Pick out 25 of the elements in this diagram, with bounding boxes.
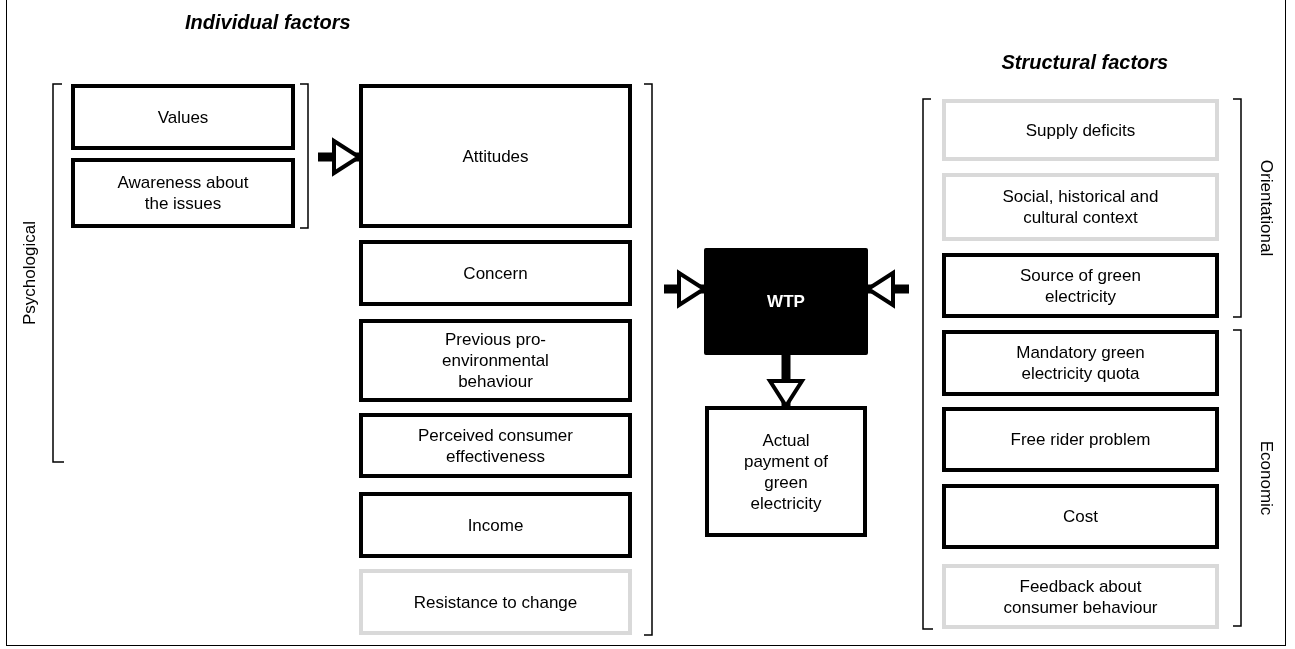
factor-box: Income — [359, 492, 632, 558]
bracket-label: Orientational — [1256, 159, 1277, 257]
group-heading: Individual factors — [185, 10, 351, 34]
factor-box: Cost — [942, 484, 1219, 549]
highlighted-box: WTP — [704, 248, 868, 355]
bracket-label: Economic — [1255, 440, 1276, 516]
factor-box: Awareness about the issues — [71, 158, 295, 228]
factor-box: Mandatory green electricity quota — [942, 330, 1219, 396]
group-heading: Structural factors — [1001, 50, 1169, 74]
factor-box: Values — [71, 84, 295, 150]
factor-box: Actual payment of green electricity — [705, 406, 867, 537]
factor-box: Concern — [359, 240, 632, 306]
factor-box: Free rider problem — [942, 407, 1219, 472]
block-arrow — [768, 355, 804, 408]
block-arrow — [664, 271, 706, 307]
factor-box: Attitudes — [359, 84, 632, 228]
factor-box: Source of green electricity — [942, 253, 1219, 318]
factor-box: Supply deficits — [942, 99, 1219, 161]
factor-box: Social, historical and cultural context — [942, 173, 1219, 241]
factor-box: Resistance to change — [359, 569, 632, 635]
factor-box: Perceived consumer effectiveness — [359, 413, 632, 478]
factor-box: Feedback about consumer behaviour — [942, 564, 1219, 629]
block-arrow — [318, 139, 361, 175]
factor-box: Previous pro-environmental behaviour — [359, 319, 632, 402]
bracket-label: Psychological — [20, 221, 40, 325]
